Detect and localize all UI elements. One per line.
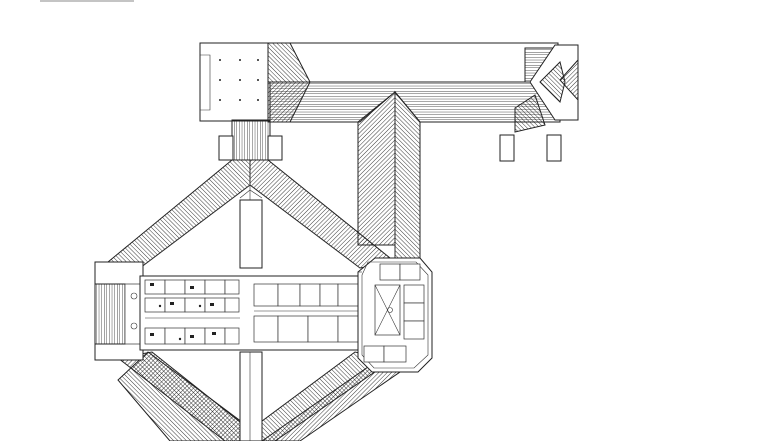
central-building — [139, 275, 363, 351]
octagon-building — [357, 257, 433, 373]
connector-top — [218, 119, 283, 161]
left-entry — [94, 261, 144, 361]
top-wing — [199, 42, 579, 259]
